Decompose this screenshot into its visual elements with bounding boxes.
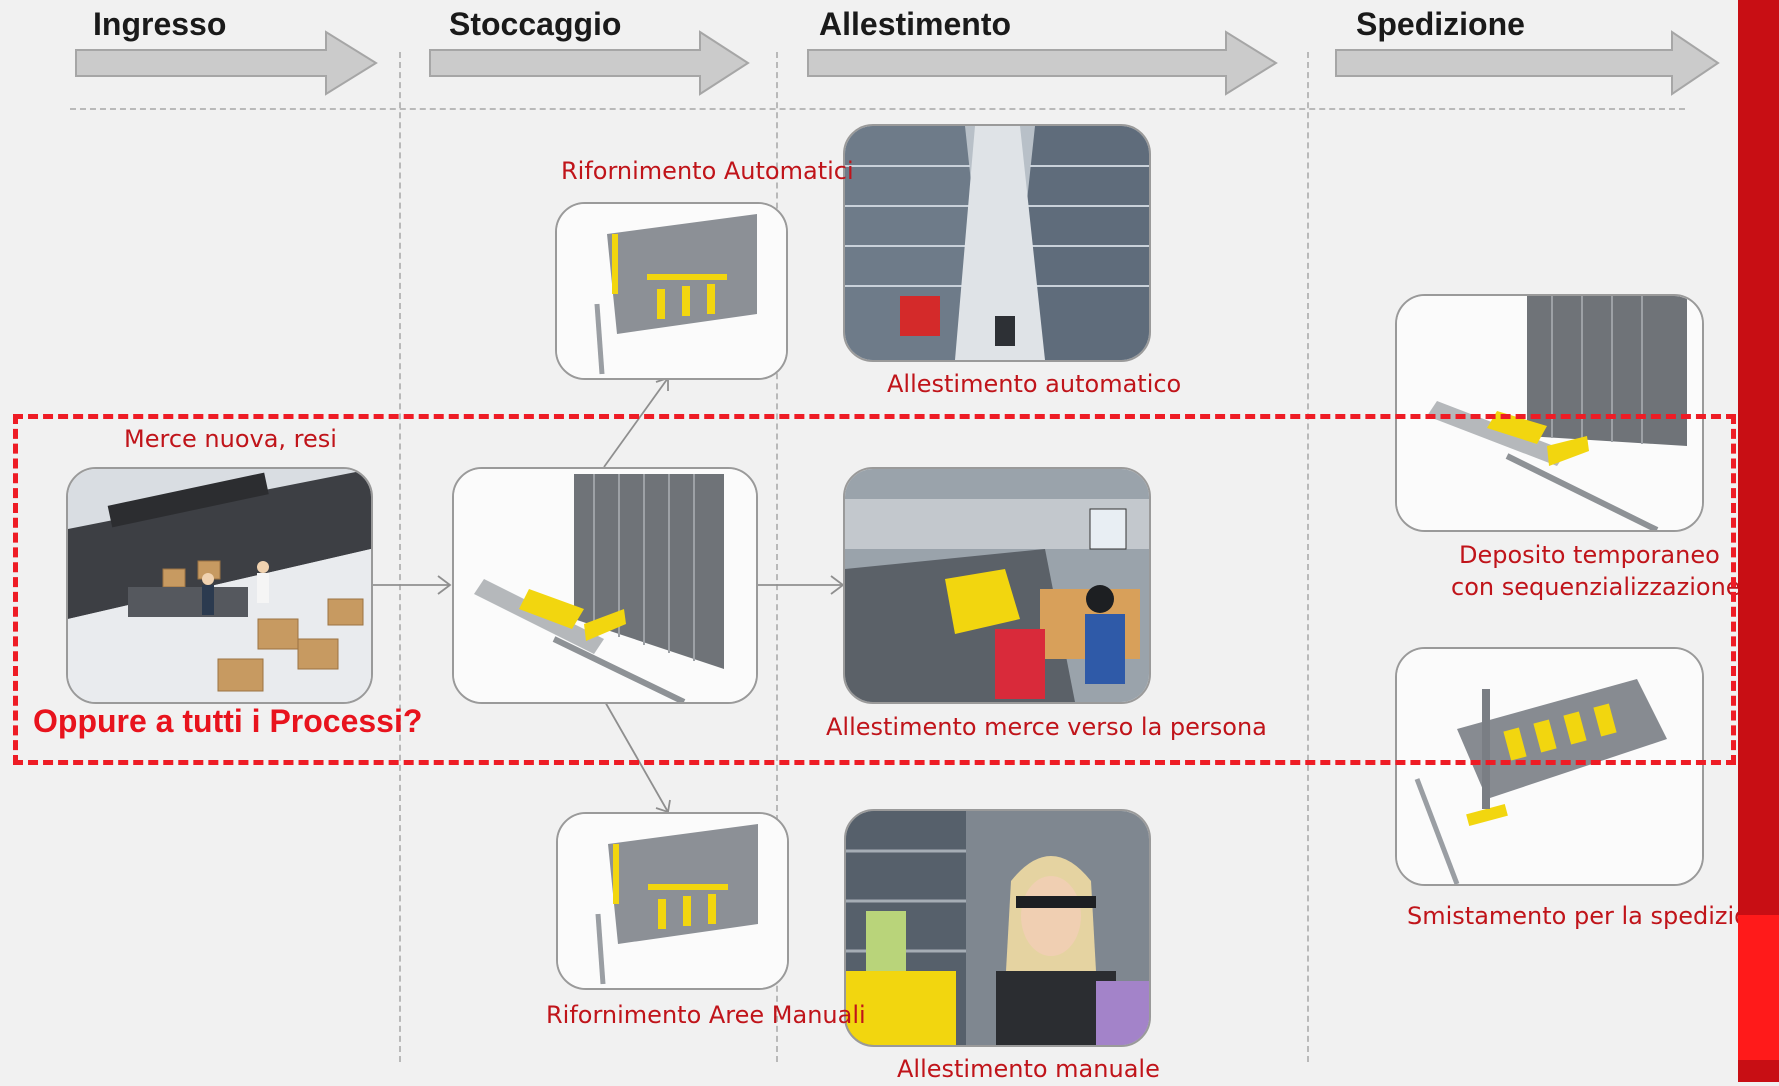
shipping-sorter-image: [1395, 647, 1704, 886]
caption-rifornimento-manuali: Rifornimento Aree Manuali: [546, 1001, 866, 1029]
caption-allestimento-persona: Allestimento merce verso la persona: [826, 713, 1267, 741]
column-divider-2: [776, 52, 778, 1062]
caption-allestimento-automatico: Allestimento automatico: [887, 370, 1182, 398]
highlight-region: [13, 414, 1736, 765]
column-divider-1: [399, 52, 401, 1062]
stage-allestimento-arrow-icon: [807, 30, 1278, 96]
stage-ingresso-arrow-icon: [75, 30, 378, 96]
storage-system-image: [452, 467, 758, 704]
goods-to-person-image: [843, 467, 1151, 704]
side-accent-block: [1738, 915, 1779, 1060]
manual-picking-image: [844, 809, 1151, 1047]
stage-stoccaggio-arrow-icon: [429, 30, 750, 96]
column-divider-3: [1307, 52, 1309, 1062]
side-accent-bar: [1738, 0, 1779, 1082]
stage-allestimento-title: Allestimento: [819, 6, 1012, 42]
caption-deposito-line2: con sequenzializzazione: [1451, 573, 1741, 601]
caption-deposito-line1: Deposito temporaneo: [1459, 541, 1720, 569]
stage-ingresso-title: Ingresso: [93, 6, 227, 42]
caption-allestimento-manuale: Allestimento manuale: [897, 1055, 1160, 1083]
question-label: Oppure a tutti i Processi?: [33, 703, 423, 739]
caption-smistamento: Smistamento per la spedizione: [1407, 902, 1779, 930]
stage-stoccaggio-title: Stoccaggio: [449, 6, 622, 42]
header-divider: [70, 108, 1685, 110]
manual-replenishment-image: [556, 812, 789, 990]
automatic-replenishment-image: [555, 202, 788, 380]
stage-spedizione-arrow-icon: [1335, 30, 1720, 96]
caption-rifornimento-automatici: Rifornimento Automatici: [561, 157, 854, 185]
automatic-picking-image: [843, 124, 1151, 362]
caption-merce-nuova: Merce nuova, resi: [124, 425, 337, 453]
goods-receiving-image: [66, 467, 373, 704]
stage-spedizione-title: Spedizione: [1356, 6, 1525, 42]
